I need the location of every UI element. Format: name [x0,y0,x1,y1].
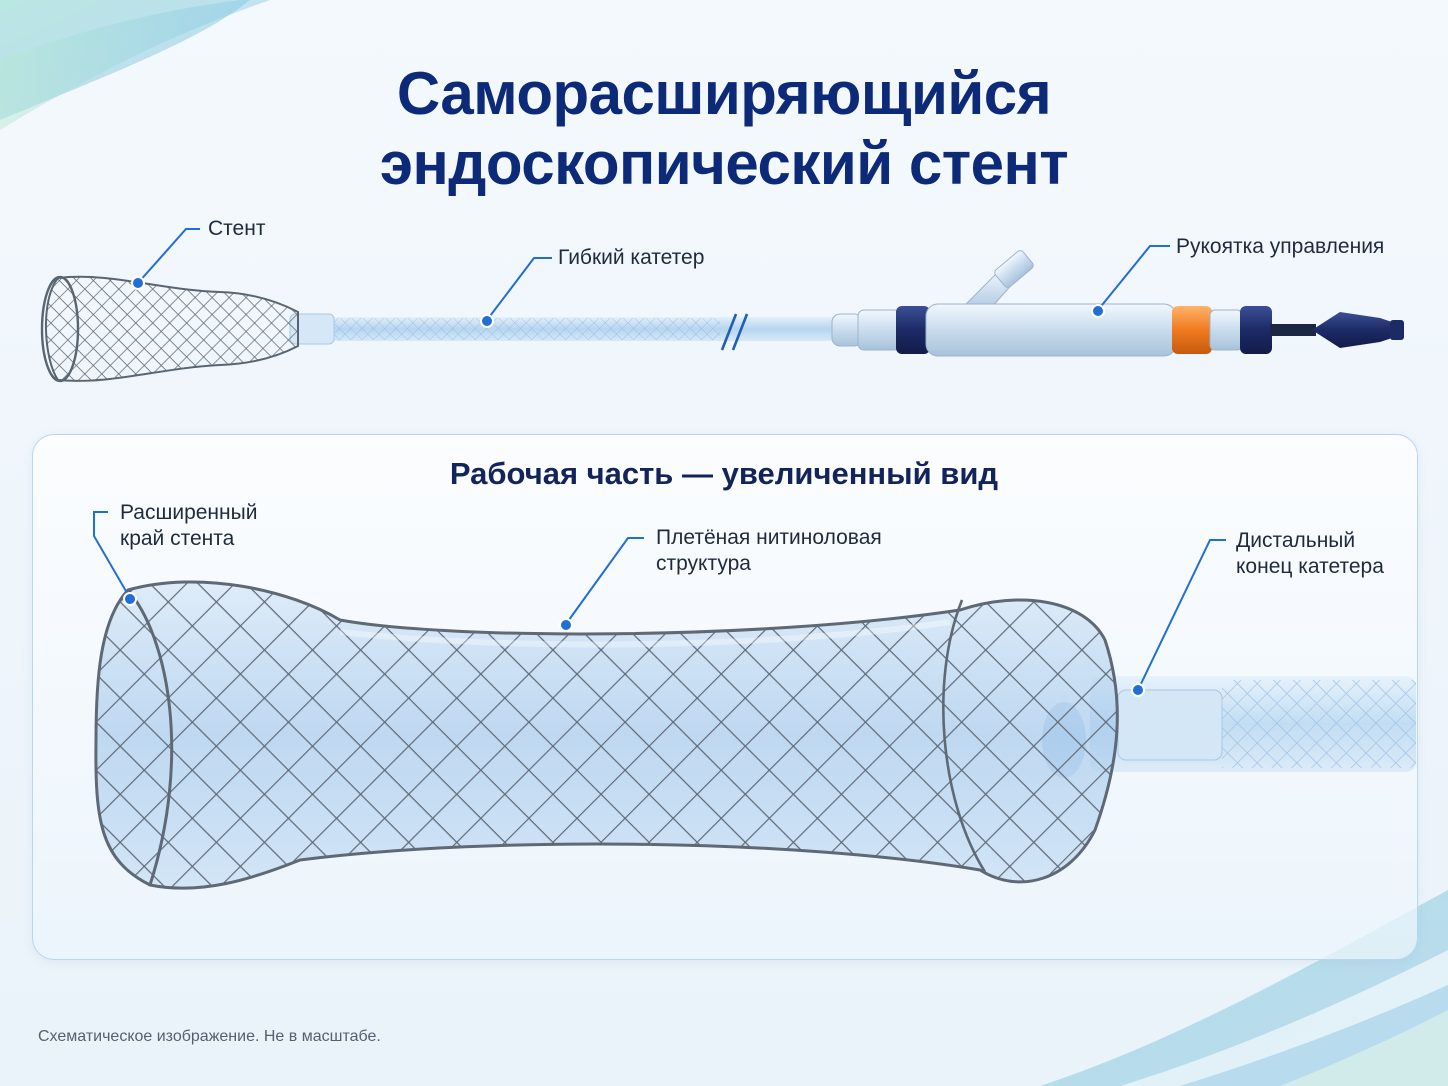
callout-line-distal [1137,539,1226,691]
label-flared-edge: Расширенный край стента [120,500,257,552]
callout-dot-handle [1091,304,1105,318]
handle-ring-orange [1172,306,1212,354]
overview-stent-rim [40,275,80,383]
callout-dot-distal [1131,683,1145,697]
callout-line-braid [565,537,644,625]
wave-bottom-right [1040,890,1448,1086]
handle-luer-end [1390,320,1404,340]
label-braid-line2: структура [656,552,751,575]
callout-line-catheter [486,257,552,321]
page-title-line1: Саморасширяющийся [396,60,1052,127]
callout-line-stent [137,228,200,284]
label-stent: Стент [208,217,266,240]
handle-ring-1 [896,306,930,354]
label-flared-edge-line2: край стента [120,527,235,550]
label-catheter: Гибкий катетер [558,246,705,269]
handle-rod [1270,324,1316,336]
wave-bottom-right-3 [1280,1010,1448,1086]
handle-side-port-cap [994,250,1034,288]
page-title-line2: эндоскопический стент [379,130,1069,197]
callout-dot-flared-edge [123,592,137,606]
handle-luer-cap [1312,312,1392,348]
break-mark-icon [720,313,749,351]
label-distal: Дистальный конец катетера [1236,528,1384,580]
label-flared-edge-line1: Расширенный [120,501,258,524]
label-distal-line1: Дистальный [1236,529,1356,552]
callout-line-handle [1097,245,1170,311]
detail-stent-highlight [339,619,951,648]
label-handle: Рукоятка управления [1176,235,1385,258]
overview-stent [44,275,299,382]
callout-dot-braid [559,618,573,632]
label-braid: Плетёная нитиноловая структура [656,525,882,577]
callout-line-flared-edge [93,511,131,599]
label-distal-line2: конец катетера [1236,555,1384,578]
wave-top-left-2 [0,0,270,130]
detail-stent-flare-rim [126,589,174,886]
detail-stent-right-rim [942,599,987,873]
callout-dot-catheter [480,314,494,328]
detail-panel-title: Рабочая часть — увеличенный вид [449,456,999,491]
footnote: Схематическое изображение. Не в масштабе… [38,1028,381,1045]
handle-ring-2 [1240,306,1272,354]
label-braid-line1: Плетёная нитиноловая [656,526,882,549]
distal-catheter-braid [1222,680,1416,768]
detail-stent-mesh [94,580,1119,890]
catheter-braid [300,318,720,340]
callout-dot-stent [131,276,145,290]
